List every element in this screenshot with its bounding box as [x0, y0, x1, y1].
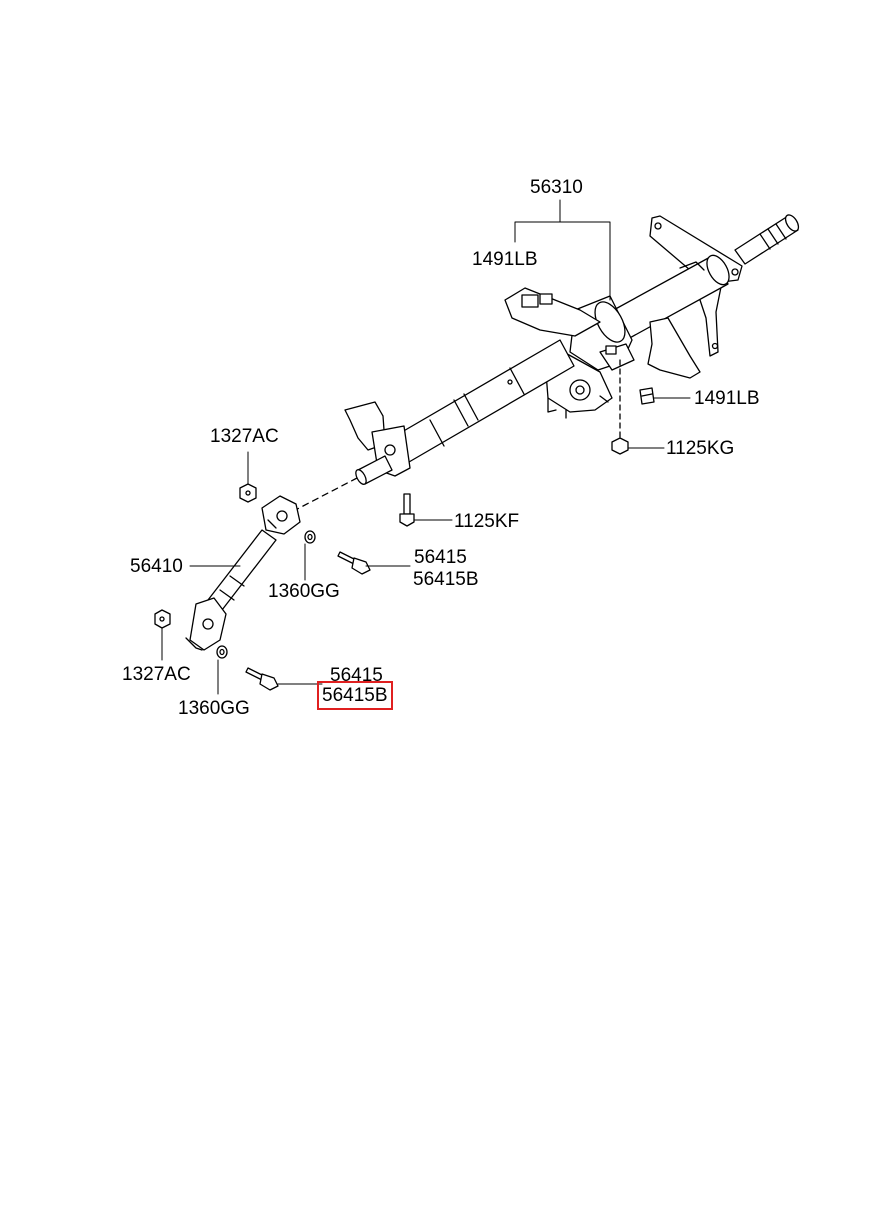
- nut-1327ac-upper: [239, 483, 257, 503]
- bolt-1125kf: [399, 493, 415, 527]
- clip-1491lb: [639, 387, 655, 405]
- label-56310[interactable]: 56310: [530, 177, 583, 198]
- label-56415-lower[interactable]: 56415: [330, 665, 383, 686]
- steering-column-assembly: [344, 214, 800, 485]
- bolt-56415-upper: [337, 551, 371, 575]
- label-1360gg-upper[interactable]: 1360GG: [268, 581, 340, 602]
- label-56410[interactable]: 56410: [130, 556, 183, 577]
- nut-1125kg: [611, 437, 629, 455]
- nut-1327ac-lower: [154, 609, 171, 629]
- label-1125kf[interactable]: 1125KF: [454, 511, 520, 532]
- label-56415b-upper[interactable]: 56415B: [413, 569, 479, 590]
- label-1360gg-lower[interactable]: 1360GG: [178, 698, 250, 719]
- leader-lines: [161, 199, 691, 695]
- label-1491lb-upper[interactable]: 1491LB: [472, 249, 538, 270]
- washer-1360gg-lower: [216, 645, 228, 659]
- label-1125kg[interactable]: 1125KG: [666, 438, 735, 459]
- label-56415b-lower-highlighted[interactable]: 56415B: [317, 681, 393, 710]
- label-56415-upper[interactable]: 56415: [414, 547, 467, 568]
- bolt-56415-lower: [245, 667, 279, 691]
- intermediate-shaft: [185, 495, 301, 651]
- washer-1360gg-upper: [304, 530, 316, 544]
- label-1327ac-lower[interactable]: 1327AC: [122, 664, 191, 685]
- label-1491lb-side[interactable]: 1491LB: [694, 388, 760, 409]
- label-1327ac-upper[interactable]: 1327AC: [210, 426, 279, 447]
